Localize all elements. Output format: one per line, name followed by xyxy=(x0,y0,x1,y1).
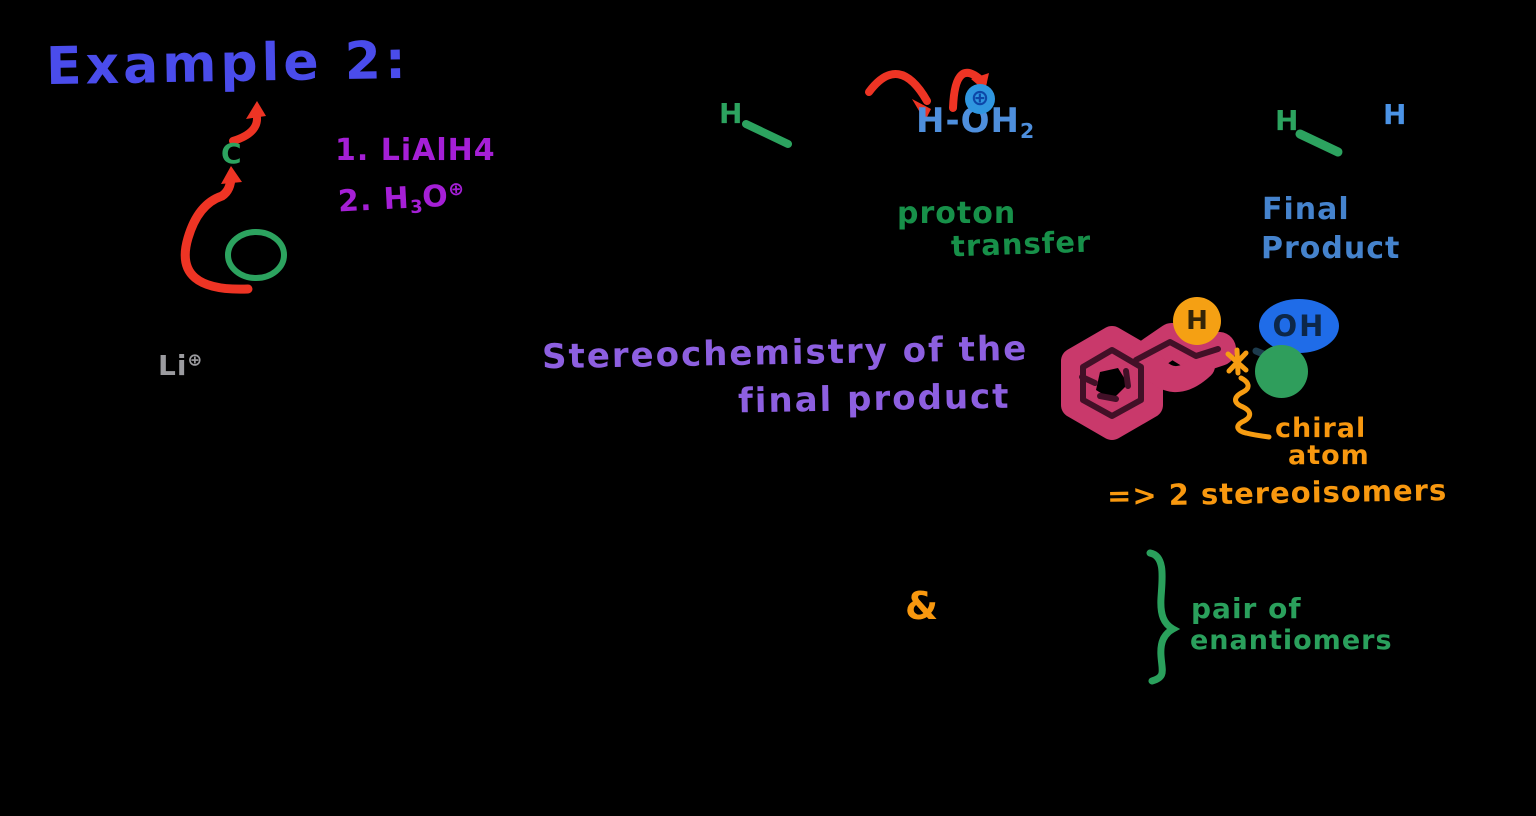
curved-arrow-left-long xyxy=(180,171,253,294)
arrowhead-top-left xyxy=(246,101,266,119)
water-subscript: 2 xyxy=(1019,119,1035,144)
arrowhead-left-long xyxy=(221,166,242,184)
water-h: H xyxy=(916,101,946,141)
ampersand: & xyxy=(905,584,940,628)
proton-transfer-line2: transfer xyxy=(950,224,1092,264)
ring-center-hole xyxy=(1096,368,1128,400)
proton-transfer-line1: proton xyxy=(897,196,1017,231)
water-charge-glyph: ⊕ xyxy=(970,86,990,111)
final-product-line2: Product xyxy=(1261,231,1401,266)
reagent-step2-prefix: 2. H xyxy=(337,180,411,220)
molecule-bond-lines xyxy=(1079,339,1221,419)
page-title: Example 2: xyxy=(45,30,411,98)
molecule-oh-label: OH xyxy=(1272,309,1326,343)
highlight-h-circle: H xyxy=(1173,297,1221,345)
product-h-green: H xyxy=(1275,104,1300,137)
chiral-squiggle xyxy=(1233,375,1272,440)
stereoisomers-note: => 2 stereoisomers xyxy=(1106,473,1448,513)
enantiomers-line2: enantiomers xyxy=(1190,625,1393,656)
chiral-label-line2: atom xyxy=(1288,440,1370,471)
chiral-asterisk xyxy=(1225,347,1249,376)
final-product-line1: Final xyxy=(1262,192,1350,227)
lithium-symbol: Li xyxy=(158,349,188,382)
reagent-step2-charge: ⊕ xyxy=(447,178,465,201)
stereo-heading-line1: Stereochemistry of the xyxy=(541,328,1029,378)
reagent-step2: 2. H3O⊕ xyxy=(337,178,465,221)
bond-final-product xyxy=(1295,129,1343,157)
highlight-methyl-circle xyxy=(1255,345,1308,398)
reagent-step2-oxygen: O xyxy=(421,178,450,216)
stereo-heading-line2: final product xyxy=(737,376,1011,422)
molecule-h-label: H xyxy=(1186,306,1208,336)
water-charge-badge: ⊕ xyxy=(965,84,995,114)
bond-intermediate xyxy=(742,120,792,148)
arrowhead-water-left xyxy=(912,99,931,121)
curved-arrow-water-left xyxy=(865,70,931,105)
lithium-cation: Li⊕ xyxy=(158,352,202,380)
water-bond: - xyxy=(945,101,961,141)
chiral-label-line1: chiral xyxy=(1275,413,1367,444)
reagent-step1: 1. LiAlH4 xyxy=(335,133,496,168)
product-h-blue: H xyxy=(1383,98,1408,131)
carbonyl-carbon-label: C xyxy=(221,137,243,170)
intermediate-h-label: H xyxy=(719,97,744,130)
enantiomers-line1: pair of xyxy=(1191,592,1302,625)
enantiomers-brace xyxy=(1146,549,1181,685)
lithium-charge: ⊕ xyxy=(187,350,202,371)
highlight-oh-oval: OH xyxy=(1259,299,1339,353)
oxygen-circle xyxy=(225,229,287,281)
